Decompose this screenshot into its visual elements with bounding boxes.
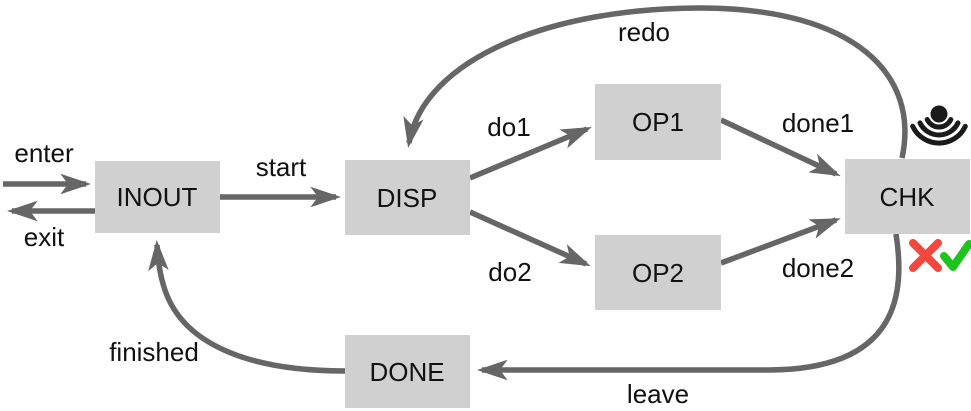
edge-do1 [468,126,592,181]
node-op1: OP1 [595,84,721,160]
broadcast-icon [910,105,968,146]
node-op2: OP2 [595,235,721,310]
fail-x-icon [909,239,942,272]
edge-label-layer: enter exit start do1 do2 done1 done2 red… [14,17,854,409]
edge-leave [476,233,902,381]
node-disp-box [345,160,470,235]
node-op1-box [595,84,721,160]
edge-redo [403,5,908,159]
node-chk-box [845,159,970,234]
broadcast-icon-waves [910,117,968,146]
broadcast-icon-dot [930,105,948,123]
node-op2-label: OP2 [632,258,684,288]
node-inout: INOUT [95,161,220,233]
edge-exit-label: exit [24,222,65,252]
node-chk-label: CHK [880,182,936,212]
edge-leave-label: leave [627,379,689,409]
node-op2-box [595,235,721,310]
node-done-box [345,335,470,408]
node-inout-box [95,161,220,233]
edge-done1-label: done1 [782,108,854,138]
edge-start-label: start [256,152,307,182]
edge-finished [148,239,346,374]
node-done: DONE [345,335,470,408]
node-op1-label: OP1 [632,107,684,137]
edge-redo-label: redo [618,17,670,47]
edge-done2 [720,217,841,266]
success-check-icon [940,240,971,271]
edge-layer [3,5,908,381]
edge-done2-label: done2 [782,253,854,283]
edge-do1-label: do1 [487,112,530,142]
node-done-label: DONE [369,357,444,387]
edge-do2-label: do2 [488,257,531,287]
edge-enter-label: enter [14,138,74,168]
node-disp-label: DISP [377,183,438,213]
node-layer: INOUT DISP OP1 OP2 CHK DONE [95,84,970,408]
edge-finished-label: finished [109,337,199,367]
edge-do2 [468,209,591,267]
node-chk: CHK [845,159,970,234]
edge-done1 [719,117,841,177]
icon-layer [909,105,971,272]
node-disp: DISP [345,160,470,235]
node-inout-label: INOUT [117,182,198,212]
